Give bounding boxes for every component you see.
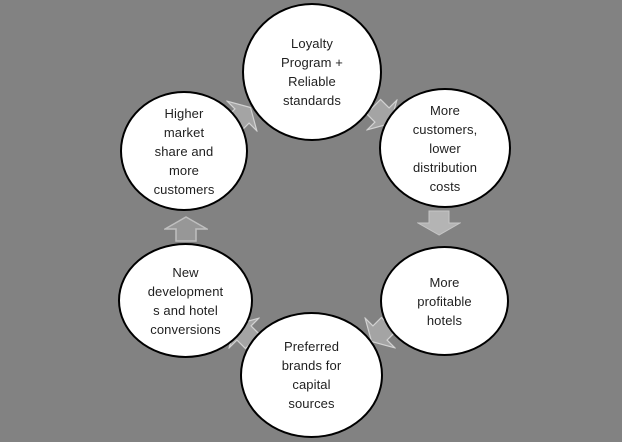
arrow-up-icon [164,216,208,242]
arrow-down-icon [417,210,461,236]
node-loyalty-program: Loyalty Program + Reliable standards [242,3,382,141]
node-label: Preferred brands for capital sources [281,339,342,411]
node-higher-market-share: Higher market share and more customers [120,91,248,211]
node-label: New development s and hotel conversions [147,264,224,337]
node-label: More customers, lower distribution costs [412,102,478,194]
node-label: More profitable hotels [417,274,472,328]
node-label: Higher market share and more customers [153,105,215,197]
node-preferred-brands: Preferred brands for capital sources [240,312,383,438]
node-profitable-hotels: More profitable hotels [380,246,509,356]
node-more-customers: More customers, lower distribution costs [379,88,511,208]
node-label: Loyalty Program + Reliable standards [281,36,343,108]
node-new-developments: New development s and hotel conversions [118,243,253,358]
